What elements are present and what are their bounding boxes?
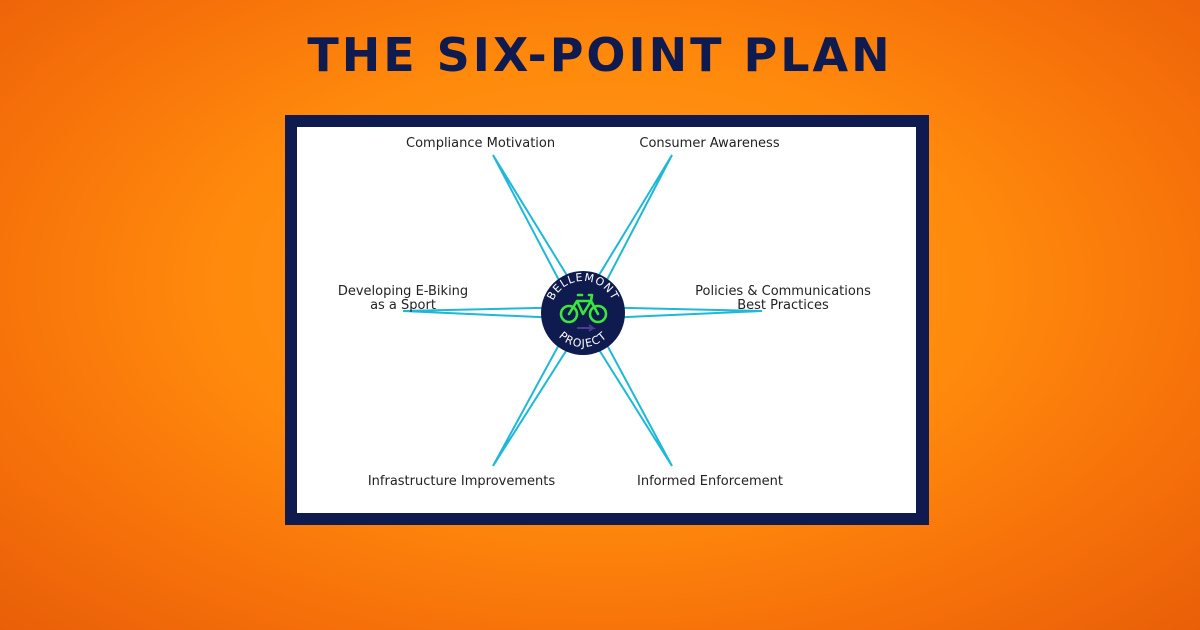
spoke-informed-enforcement — [576, 309, 673, 467]
spoke-infrastructure-improvements — [492, 309, 590, 467]
point-label-infrastructure-improvements: Infrastructure Improvements — [367, 474, 556, 489]
diagram-panel: BELLEMONT PROJECT Compliance Motivation … — [297, 127, 916, 513]
arrow-icon — [577, 324, 596, 332]
spoke-diagram: BELLEMONT PROJECT — [402, 154, 763, 467]
point-label-informed-enforcement: Informed Enforcement — [637, 474, 783, 489]
page-title: THE SIX-POINT PLAN — [307, 28, 893, 82]
point-label-compliance-motivation: Compliance Motivation — [406, 136, 556, 151]
hub-logo: BELLEMONT PROJECT — [541, 271, 625, 355]
spoke-policies-communications — [582, 306, 763, 320]
spokes — [402, 154, 763, 467]
diagram-frame: BELLEMONT PROJECT Compliance Motivation … — [285, 115, 929, 525]
spoke-developing-e-biking — [402, 306, 584, 320]
point-label-consumer-awareness: Consumer Awareness — [639, 136, 780, 151]
spoke-consumer-awareness — [576, 154, 673, 317]
bicycle-icon — [559, 293, 608, 324]
hub-bottom-text: PROJECT — [556, 329, 609, 350]
spoke-compliance-motivation — [492, 154, 590, 317]
